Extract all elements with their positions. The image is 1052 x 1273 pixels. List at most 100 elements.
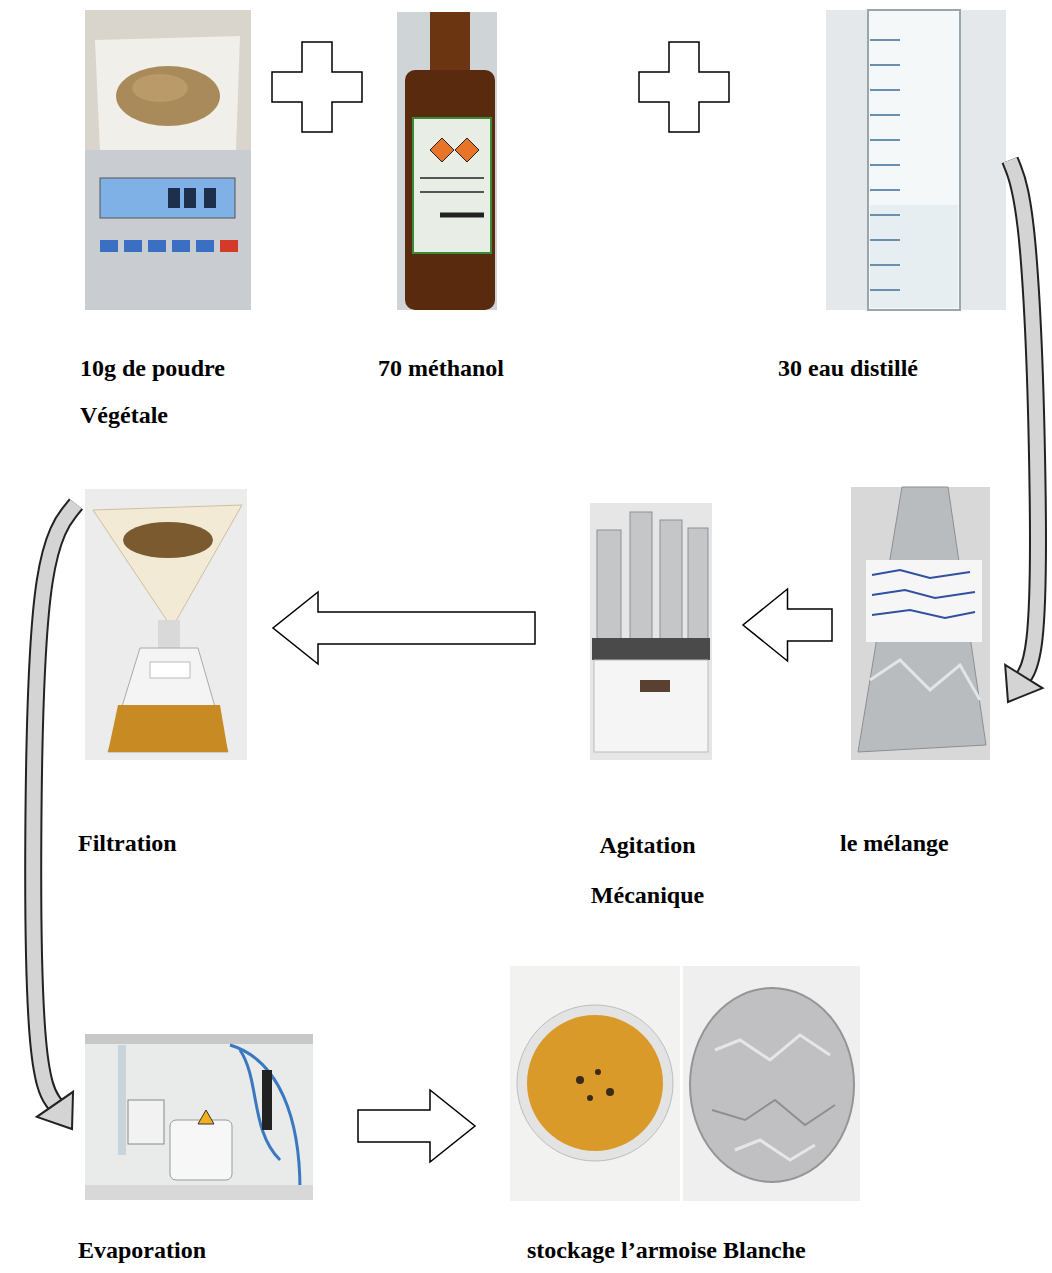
flow-arrow — [33, 504, 76, 1129]
photo-ground — [851, 487, 990, 760]
label-line — [420, 177, 484, 179]
band-fill — [33, 504, 76, 1106]
extract-speck — [587, 1095, 593, 1101]
foil-bottle — [597, 530, 621, 640]
step-caption: 30 eau distillé — [778, 345, 1008, 392]
scale-tick — [870, 89, 900, 91]
balance-body — [85, 150, 251, 310]
dried-extract — [527, 1015, 663, 1151]
step-caption: Evaporation — [78, 1233, 318, 1267]
hazard-symbol — [455, 138, 479, 162]
condenser — [118, 1045, 126, 1155]
handwriting — [872, 610, 975, 618]
plant-powder — [132, 74, 188, 102]
balance-button — [220, 240, 238, 252]
scale-tick — [870, 139, 900, 141]
flow-arrow — [1005, 160, 1042, 702]
photo-ground — [85, 1034, 313, 1200]
handwriting — [872, 570, 970, 578]
foil-bottle — [630, 512, 652, 640]
scale-tick — [870, 264, 900, 266]
hose — [230, 1045, 300, 1190]
balance-button — [100, 240, 118, 252]
foil-crease — [715, 1035, 830, 1060]
filter-paper — [93, 505, 242, 628]
step-node: stockage l’armoise Blanche — [505, 966, 865, 1267]
collection-flask — [108, 648, 228, 752]
bottle-label — [413, 118, 491, 253]
flask-photo — [851, 487, 990, 760]
bottle-photo — [397, 12, 497, 310]
cabinet-top — [85, 1034, 313, 1044]
cylinder-water — [870, 205, 958, 308]
rotavap-motor — [128, 1100, 164, 1144]
balance-button — [124, 240, 142, 252]
cylinder-glass — [868, 10, 960, 310]
shaker-base — [594, 660, 708, 752]
step-node: Filtration — [78, 489, 248, 867]
step-node: le mélange — [840, 487, 1000, 867]
extract-speck — [606, 1088, 614, 1096]
cylinder-photo — [826, 10, 1006, 310]
band-outline — [33, 504, 76, 1106]
funnel-stem — [158, 620, 180, 650]
band-outline — [1010, 160, 1038, 678]
step-caption: 10g de poudre Végétale — [80, 345, 265, 439]
label-line — [420, 191, 484, 193]
photo-ground — [85, 10, 251, 310]
petri-dish — [517, 1005, 673, 1161]
hazard-symbol — [430, 138, 454, 162]
extract-liquid — [108, 705, 228, 752]
band-fill — [1010, 160, 1038, 678]
block-arrow — [358, 1090, 475, 1162]
foil-bottle — [688, 528, 708, 640]
balance-photo — [85, 10, 251, 310]
bottle-body — [405, 70, 495, 310]
foil-crease — [712, 1100, 835, 1125]
balance-button — [196, 240, 214, 252]
foil-crease — [735, 1140, 815, 1160]
plant-powder — [116, 66, 220, 126]
petri-photo — [510, 966, 680, 1201]
plus-symbol — [639, 42, 729, 132]
photo-ground — [683, 966, 860, 1201]
label-line — [440, 213, 484, 218]
hose — [240, 1050, 280, 1160]
scale-tick — [870, 114, 900, 116]
extract-speck — [576, 1076, 584, 1084]
photo-ground — [826, 10, 1006, 310]
flow-arrow — [273, 592, 535, 664]
foil-crease — [870, 660, 980, 700]
evaporator-photo — [85, 1034, 313, 1200]
scale-tick — [870, 164, 900, 166]
scale-tick — [870, 39, 900, 41]
foil-flask — [858, 487, 986, 752]
block-arrow — [743, 589, 832, 661]
weighing-paper — [95, 36, 240, 152]
block-arrow — [273, 592, 535, 664]
display-segment — [168, 188, 180, 208]
filtration-photo — [85, 489, 247, 760]
step-node: Evaporation — [78, 1034, 318, 1267]
balance-button — [172, 240, 190, 252]
step-caption: Filtration — [78, 820, 248, 867]
step-node: 30 eau distillé — [778, 10, 1008, 392]
plus-symbol — [272, 42, 362, 132]
scale-tick — [870, 189, 900, 191]
scale-tick — [870, 289, 900, 291]
scale-tick — [870, 239, 900, 241]
bench — [85, 1185, 313, 1200]
photo-ground — [590, 503, 712, 760]
shaker-platform — [592, 638, 710, 660]
warning-sign — [198, 1110, 214, 1124]
balance-display — [100, 178, 235, 218]
plant-residue — [123, 522, 213, 558]
photo-ground — [85, 489, 247, 760]
bottle-neck — [430, 12, 470, 74]
photo-ground — [397, 12, 497, 310]
display-segment — [204, 188, 216, 208]
scale-tick — [870, 214, 900, 216]
arrow-head — [37, 1092, 73, 1129]
shaker-photo — [590, 503, 712, 760]
